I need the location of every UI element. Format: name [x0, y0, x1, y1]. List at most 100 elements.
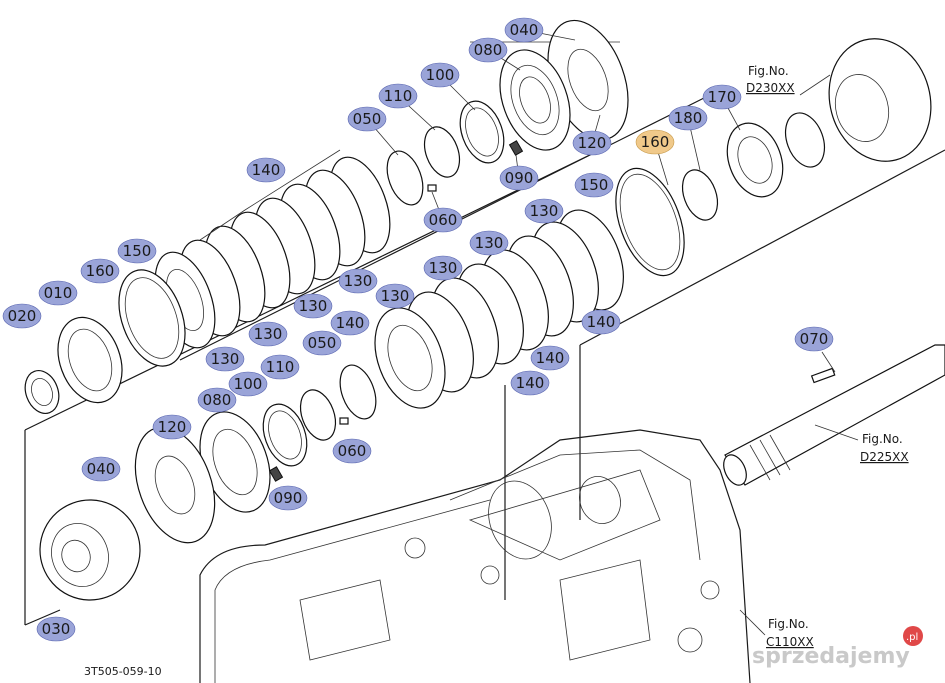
callout-label: 130	[429, 259, 458, 277]
callout-140: 140	[530, 345, 570, 371]
callout-label: 130	[344, 272, 373, 290]
callout-bubble	[469, 230, 509, 256]
snap-ring-160	[615, 167, 685, 277]
gear-010	[57, 316, 123, 404]
callout-040: 040	[81, 456, 121, 482]
callout-150: 150	[574, 172, 614, 198]
callout-bubble	[524, 198, 564, 224]
callout-label: 080	[203, 391, 232, 409]
callout-bubble	[2, 303, 42, 329]
callout-bubble	[504, 17, 544, 43]
callout-label: 140	[252, 161, 281, 179]
callout-label: 090	[505, 169, 534, 187]
callout-160: 160	[80, 258, 120, 284]
callout-070: 070	[794, 326, 834, 352]
callout-bubble	[117, 238, 157, 264]
callout-bubble	[794, 326, 834, 352]
callout-bubble	[260, 354, 300, 380]
callout-130: 130	[293, 293, 333, 319]
callout-090: 090	[268, 485, 308, 511]
callout-150: 150	[117, 238, 157, 264]
callout-030: 030	[36, 616, 76, 642]
callout-label: 140	[336, 314, 365, 332]
callout-bubble	[228, 371, 268, 397]
snap-ring-160-upper	[118, 269, 186, 367]
diagram-code: 3T505-059-10	[84, 665, 162, 678]
lower-pack	[134, 364, 377, 544]
callout-bubble	[702, 84, 742, 110]
callout-180: 180	[668, 105, 708, 131]
callout-bubble	[420, 62, 460, 88]
callout-label: 080	[474, 41, 503, 59]
watermark-text: sprzedajemy	[752, 644, 910, 669]
callout-bubble	[375, 283, 415, 309]
fig-ref-d230-prefix: Fig.No.	[748, 64, 789, 78]
callout-110: 110	[378, 83, 418, 109]
shaft-d225	[723, 344, 945, 486]
callout-label: 140	[516, 374, 545, 392]
fig-ref-d225: Fig.No. D225XX	[814, 424, 909, 464]
callout-label: 130	[530, 202, 559, 220]
callout-label: 170	[708, 88, 737, 106]
callout-110: 110	[260, 354, 300, 380]
fig-ref-d225-prefix: Fig.No.	[862, 432, 903, 446]
callout-bubble	[347, 106, 387, 132]
guide-lines	[24, 41, 945, 626]
hub-d230	[828, 38, 932, 162]
callout-040: 040	[504, 17, 544, 43]
plate-050-upper	[386, 150, 424, 206]
callout-100: 100	[420, 62, 460, 88]
callout-130: 130	[423, 255, 463, 281]
callout-080: 080	[468, 37, 508, 63]
callout-label: 020	[8, 307, 37, 325]
callout-130: 130	[524, 198, 564, 224]
callout-bubble	[423, 255, 463, 281]
callout-bubble	[246, 157, 286, 183]
callout-bubble	[268, 485, 308, 511]
callout-bubble	[330, 310, 370, 336]
callout-bubble	[635, 129, 675, 155]
callout-bubble	[574, 172, 614, 198]
callout-140: 140	[510, 370, 550, 396]
callout-120: 120	[572, 130, 612, 156]
callout-label: 180	[674, 109, 703, 127]
piston-080-upper	[499, 49, 571, 151]
callout-bubble	[293, 293, 333, 319]
callout-060: 060	[423, 207, 463, 233]
ring-100-lower	[262, 403, 308, 467]
callout-bubble	[197, 387, 237, 413]
callout-label: 150	[123, 242, 152, 260]
callout-label: 130	[299, 297, 328, 315]
callout-label: 150	[580, 176, 609, 194]
callout-050: 050	[347, 106, 387, 132]
callout-bubble	[302, 330, 342, 356]
callout-bubble	[332, 438, 372, 464]
callout-label: 100	[234, 375, 263, 393]
callout-label: 140	[587, 313, 616, 331]
callout-bubble	[80, 258, 120, 284]
spring-090-upper	[508, 140, 524, 156]
callout-bubble	[581, 309, 621, 335]
callout-bubble	[205, 346, 245, 372]
callout-bubble	[81, 456, 121, 482]
callout-bubble	[38, 280, 78, 306]
fig-ref-d230-code: D230XX	[746, 81, 795, 95]
callout-bubble	[378, 83, 418, 109]
watermark: sprzedajemy .pl	[752, 626, 923, 669]
transmission-case	[199, 429, 751, 683]
snap-ring-110-upper	[423, 126, 461, 178]
watermark-suffix: .pl	[906, 632, 918, 643]
spring-090-lower	[268, 466, 284, 482]
upper-pack	[386, 19, 629, 206]
callout-label: 060	[429, 211, 458, 229]
callout-label: 050	[308, 334, 337, 352]
callout-label: 110	[266, 358, 295, 376]
callout-140: 140	[330, 310, 370, 336]
plate-050-lower	[339, 364, 377, 420]
lower-disc-stack	[374, 209, 624, 409]
callout-140: 140	[581, 309, 621, 335]
callout-label: 160	[86, 262, 115, 280]
callout-080: 080	[197, 387, 237, 413]
